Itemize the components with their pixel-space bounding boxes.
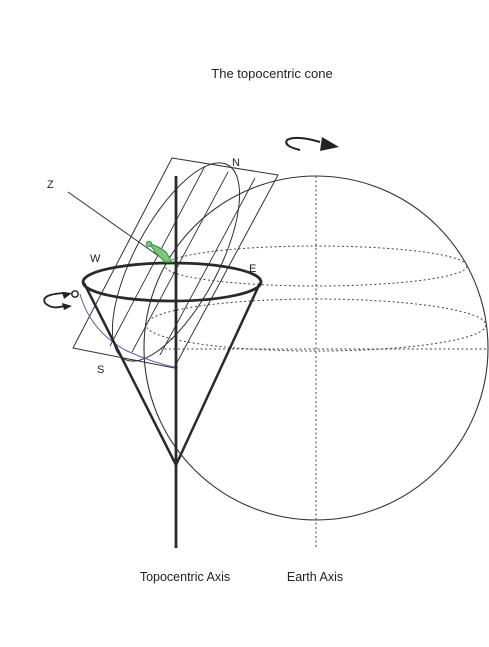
- label-west: W: [90, 253, 101, 265]
- plane-line-1: [159, 177, 256, 356]
- cone-side-right: [174, 282, 262, 466]
- label-south: S: [97, 364, 104, 376]
- topocentric-rotation-arrow-icon: [43, 290, 79, 310]
- earth-rotation-arrow-icon: [285, 136, 339, 151]
- equator-circle: [145, 298, 487, 352]
- latitude-circle-upper: [164, 245, 468, 287]
- plane-line-3: [109, 165, 206, 347]
- cone-side-left: [82, 282, 178, 466]
- caption-earth-axis: Earth Axis: [287, 570, 343, 584]
- label-east: E: [249, 263, 256, 275]
- zenith-pointer: [67, 191, 161, 258]
- horizon-plane: [72, 157, 279, 369]
- orbit-path: [79, 293, 179, 369]
- observer-icon: [145, 240, 174, 263]
- label-zenith: Z: [47, 179, 54, 191]
- label-north: N: [232, 157, 240, 169]
- diagram-title: The topocentric cone: [211, 66, 332, 81]
- cone-rim: [81, 261, 263, 303]
- caption-topocentric-axis: Topocentric Axis: [140, 570, 230, 584]
